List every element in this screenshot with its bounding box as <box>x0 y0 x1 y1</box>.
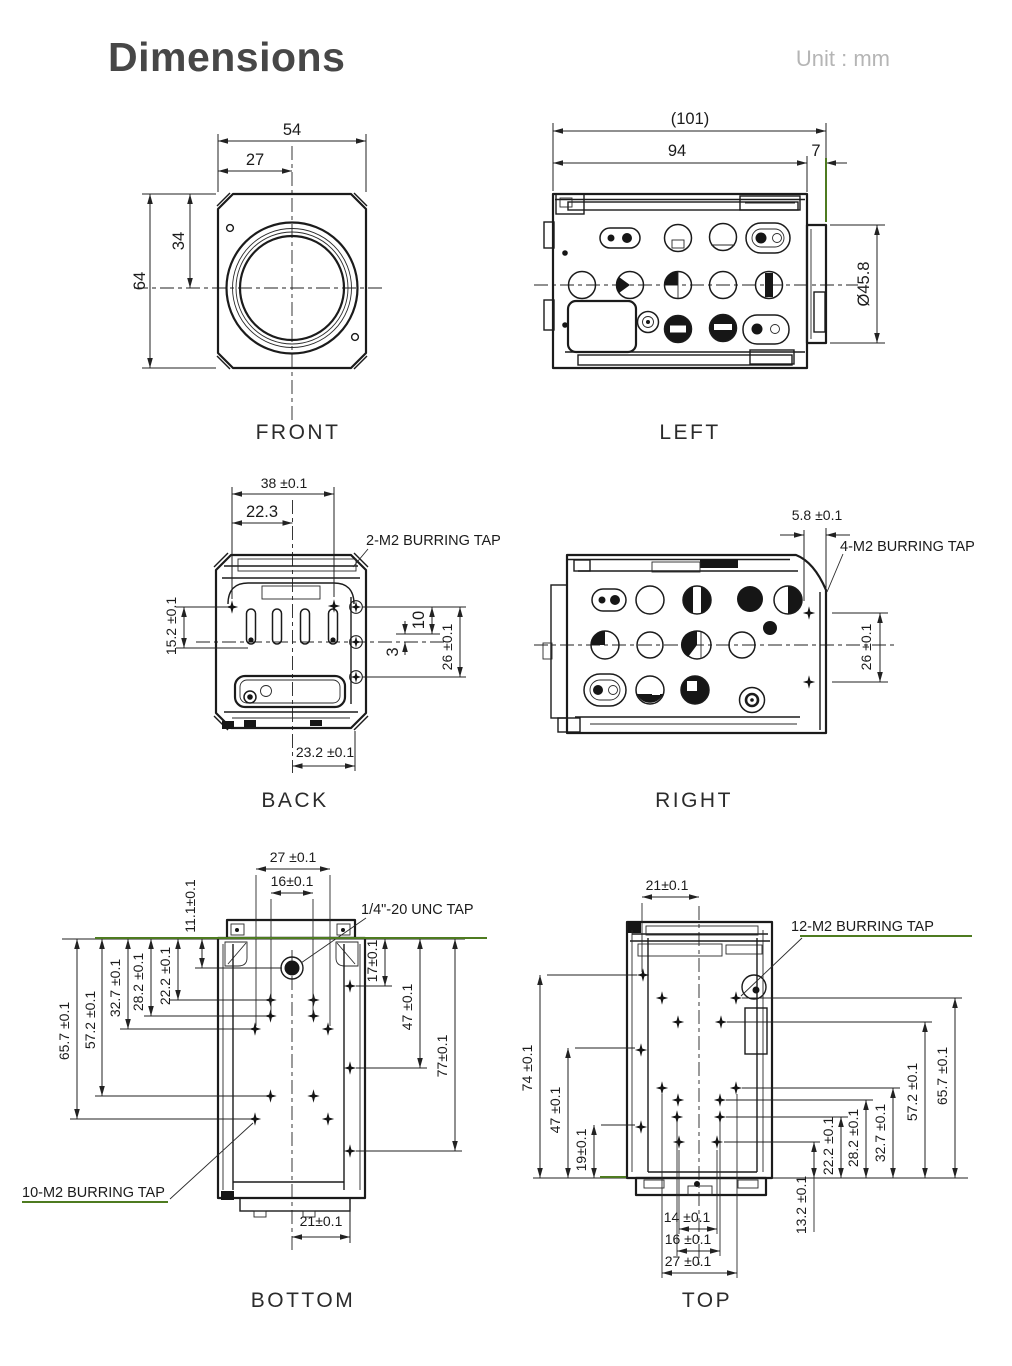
bottom-dim-657: 65.7 ±0.1 <box>56 1002 72 1060</box>
back-dim-10: 10 <box>410 611 428 629</box>
front-body <box>216 192 368 370</box>
top-view: 21±0.1 12-M2 BURRING TAP 74 ±0.1 47 ±0.1… <box>519 877 972 1312</box>
back-body <box>213 552 369 731</box>
top-caption: TOP <box>682 1289 732 1312</box>
bottom-dim-111: 11.1±0.1 <box>182 879 198 933</box>
left-dim-body: 94 <box>668 142 686 160</box>
back-dim-tap-span: 38 ±0.1 <box>261 475 308 491</box>
bottom-note-tap: 10-M2 BURRING TAP <box>22 1185 165 1201</box>
back-note-tap: 2-M2 BURRING TAP <box>366 533 501 549</box>
top-dim-572: 57.2 ±0.1 <box>904 1063 920 1121</box>
bottom-dim-27: 27 ±0.1 <box>270 849 317 865</box>
bottom-dim-327: 32.7 ±0.1 <box>107 959 123 1017</box>
back-dimensions: 38 ±0.1 22.3 2-M2 BURRING TAP 15.2 ±0.1 … <box>163 475 501 771</box>
right-dim-26: 26 ±0.1 <box>858 623 874 670</box>
back-dim-152: 15.2 ±0.1 <box>163 597 179 655</box>
bottom-dimensions: 27 ±0.1 16±0.1 11.1±0.1 1/4"-20 UNC TAP … <box>22 849 487 1243</box>
top-dim-27: 27 ±0.1 <box>665 1253 712 1269</box>
front-dim-height: 64 <box>131 272 149 290</box>
top-dim-327: 32.7 ±0.1 <box>872 1104 888 1162</box>
left-dim-lens: 7 <box>811 142 820 160</box>
top-dim-74: 74 ±0.1 <box>519 1044 535 1091</box>
bottom-view: 27 ±0.1 16±0.1 11.1±0.1 1/4"-20 UNC TAP … <box>22 849 487 1312</box>
front-dim-lens-x: 27 <box>246 151 264 169</box>
top-tap-holes <box>634 968 743 1149</box>
top-dim-47: 47 ±0.1 <box>547 1086 563 1133</box>
right-body <box>542 553 828 735</box>
unit-label: Unit : mm <box>795 46 890 71</box>
back-dim-232: 23.2 ±0.1 <box>296 744 354 760</box>
right-dimensions: 5.8 ±0.1 4-M2 BURRING TAP 26 ±0.1 <box>780 507 975 683</box>
back-dim-3: 3 <box>384 647 402 656</box>
left-dim-lens-dia: Ø45.8 <box>855 262 873 307</box>
bottom-dim-572: 57.2 ±0.1 <box>82 991 98 1049</box>
bottom-dim-77: 77±0.1 <box>434 1034 450 1077</box>
right-view: 5.8 ±0.1 4-M2 BURRING TAP 26 ±0.1 RIGHT <box>534 507 975 812</box>
back-dim-26: 26 ±0.1 <box>439 623 455 670</box>
top-dim-14: 14 ±0.1 <box>664 1209 711 1225</box>
top-dim-282: 28.2 ±0.1 <box>845 1109 861 1167</box>
bottom-tap-holes <box>248 979 357 1158</box>
front-screw-hole <box>350 332 360 342</box>
left-dim-overall: (101) <box>671 110 710 128</box>
back-vent-slots <box>245 608 339 645</box>
top-dimensions: 21±0.1 12-M2 BURRING TAP 74 ±0.1 47 ±0.1… <box>519 877 972 1278</box>
right-holes <box>583 585 803 714</box>
bottom-body <box>216 918 367 1218</box>
left-body <box>543 192 828 370</box>
top-dim-657: 65.7 ±0.1 <box>934 1047 950 1105</box>
front-screw-hole <box>225 223 235 233</box>
front-caption: FRONT <box>256 421 341 444</box>
bottom-caption: BOTTOM <box>251 1289 355 1312</box>
left-holes <box>562 222 791 354</box>
bottom-note-unc: 1/4"-20 UNC TAP <box>361 902 474 918</box>
bottom-dim-47: 47 ±0.1 <box>399 983 415 1030</box>
left-lens-barrel <box>805 223 828 345</box>
front-centerlines <box>134 146 383 421</box>
left-caption: LEFT <box>659 421 720 444</box>
bottom-dim-282: 28.2 ±0.1 <box>130 953 146 1011</box>
right-note-tap: 4-M2 BURRING TAP <box>840 539 975 555</box>
top-dim-21: 21±0.1 <box>646 877 689 893</box>
front-dim-width: 54 <box>283 121 301 139</box>
right-dim-58: 5.8 ±0.1 <box>792 507 843 523</box>
back-view: 38 ±0.1 22.3 2-M2 BURRING TAP 15.2 ±0.1 … <box>163 475 501 812</box>
front-lens <box>225 221 359 355</box>
back-caption: BACK <box>261 789 328 812</box>
top-dim-132: 13.2 ±0.1 <box>793 1176 809 1234</box>
bottom-dim-17: 17±0.1 <box>364 939 380 982</box>
left-dimensions: (101) 94 7 Ø45.8 <box>552 110 885 344</box>
front-dimensions: 54 27 64 34 <box>131 121 367 369</box>
page-title: Dimensions <box>108 34 346 80</box>
left-view: (101) 94 7 Ø45.8 LEFT <box>534 110 885 444</box>
front-dim-lens-y: 34 <box>170 232 188 250</box>
bottom-dim-222: 22.2 ±0.1 <box>157 947 173 1005</box>
bottom-dim-16: 16±0.1 <box>271 873 314 889</box>
top-note-tap: 12-M2 BURRING TAP <box>791 919 934 935</box>
bottom-dim-21: 21±0.1 <box>300 1213 343 1229</box>
front-view: 54 27 64 34 FRONT <box>131 121 383 444</box>
top-body <box>625 920 774 1197</box>
top-dim-16: 16 ±0.1 <box>665 1231 712 1247</box>
top-dim-222: 22.2 ±0.1 <box>820 1117 836 1175</box>
back-dim-tap-left: 22.3 <box>246 503 278 521</box>
top-dim-19: 19±0.1 <box>573 1128 589 1171</box>
right-caption: RIGHT <box>655 789 733 812</box>
